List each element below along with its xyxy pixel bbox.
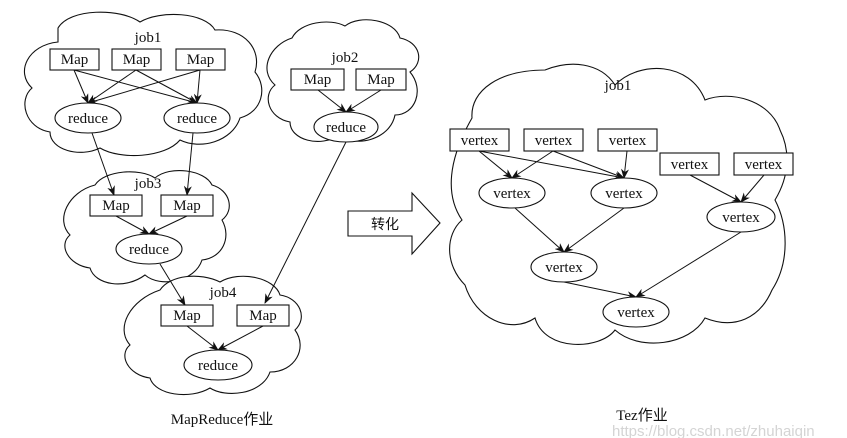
job2-map-0: Map <box>290 68 345 91</box>
transform-label: 转化 <box>371 217 399 233</box>
reduce-label: reduce <box>129 242 169 258</box>
job3-reduce-0: reduce <box>115 233 183 265</box>
job1-map-2: Map <box>175 48 226 71</box>
tez-edge-v3-to-e2 <box>621 150 629 179</box>
mapreduce-edge-job3-map1-to-job3-reduce0 <box>148 215 188 235</box>
mapreduce-edge-job4-map0-to-job4-reduce0 <box>186 325 219 351</box>
job3-group: job3 Map Map reduce <box>89 176 214 265</box>
job4-group: job4 Map Map reduce <box>160 285 290 381</box>
mapreduce-edge-job1-map2-to-job1-reduce1 <box>193 69 202 104</box>
vertex-label: vertex <box>493 186 531 202</box>
mapreduce-edge-job1-map0-to-job1-reduce0 <box>73 69 89 104</box>
map-label: Map <box>173 198 201 214</box>
map-label: Map <box>123 52 151 68</box>
reduce-label: reduce <box>326 120 366 136</box>
job4-reduce-0: reduce <box>183 349 253 381</box>
tez-caption: Tez作业 <box>616 407 667 424</box>
tez-vertex-e1: vertex <box>478 177 546 209</box>
mapreduce-edge-job1-reduce0-to-job3-map0 <box>91 132 115 196</box>
job2-group: job2 Map Map reduce <box>290 50 407 143</box>
job3-map-0: Map <box>89 194 143 217</box>
map-label: Map <box>304 72 332 88</box>
transform-arrow: 转化 <box>347 191 441 256</box>
tez-edge-v2-to-e1 <box>511 150 554 179</box>
tez-edge-e4-to-e5 <box>563 281 637 300</box>
mapreduce-edge-job1-reduce1-to-job3-map1 <box>183 132 194 196</box>
reduce-label: reduce <box>68 111 108 127</box>
tez-edge-v1-to-e2 <box>478 150 625 181</box>
tez-edge-e1-to-e4 <box>514 207 565 253</box>
mapreduce-edge-job4-map1-to-job4-reduce0 <box>217 325 264 351</box>
tez-vertex-v2: vertex <box>523 128 584 152</box>
mapreduce-edge-job1-map1-to-job1-reduce1 <box>135 69 198 104</box>
job1-label: job1 <box>134 30 162 46</box>
tez-job1-group: job1 vertex vertex vertex vertex vertex … <box>449 78 794 328</box>
job4-map-1: Map <box>236 304 290 327</box>
tez-vertex-e4: vertex <box>530 251 598 283</box>
map-label: Map <box>61 52 89 68</box>
map-label: Map <box>367 72 395 88</box>
edges-layer <box>73 69 765 351</box>
mapreduce-edge-job1-map0-to-job1-reduce1 <box>73 69 198 105</box>
tez-edge-e3-to-e5 <box>635 231 742 298</box>
vertex-label: vertex <box>461 133 499 149</box>
job1-group: job1 Map Map Map reduce reduce <box>49 30 231 134</box>
tez-vertex-e3: vertex <box>706 201 776 233</box>
mapreduce-edge-job2-reduce0-to-job4-map1 <box>264 141 347 304</box>
tez-vertex-e5: vertex <box>602 296 670 328</box>
job3-map-1: Map <box>160 194 214 217</box>
map-label: Map <box>187 52 215 68</box>
job3-label: job3 <box>134 176 162 192</box>
map-label: Map <box>102 198 130 214</box>
job2-label: job2 <box>331 50 359 66</box>
vertex-label: vertex <box>745 157 783 173</box>
map-label: Map <box>249 308 277 324</box>
job4-label: job4 <box>209 285 237 301</box>
job2-reduce-0: reduce <box>313 111 379 143</box>
vertex-label: vertex <box>671 157 709 173</box>
job1-map-1: Map <box>111 48 162 71</box>
vertex-label: vertex <box>609 133 647 149</box>
vertex-label: vertex <box>535 133 573 149</box>
job4-map-0: Map <box>160 304 214 327</box>
vertex-label: vertex <box>617 305 655 321</box>
reduce-label: reduce <box>177 111 217 127</box>
mapreduce-edge-job2-map0-to-job2-reduce0 <box>317 89 347 113</box>
tez-edge-v5-to-e3 <box>740 174 765 203</box>
vertex-label: vertex <box>545 260 583 276</box>
watermark: https://blog.csdn.net/zhuhaiqin <box>612 423 815 438</box>
tez-edge-v1-to-e1 <box>478 150 513 179</box>
vertex-label: vertex <box>722 210 760 226</box>
tez-vertex-v1: vertex <box>449 128 510 152</box>
job1-map-0: Map <box>49 48 100 71</box>
tez-vertex-v5: vertex <box>733 152 794 176</box>
reduce-label: reduce <box>198 358 238 374</box>
mapreduce-edge-job3-map0-to-job3-reduce0 <box>115 215 150 235</box>
tez-vertex-v4: vertex <box>659 152 720 176</box>
vertex-label: vertex <box>605 186 643 202</box>
tez-job1-label: job1 <box>604 78 632 94</box>
tez-vertex-e2: vertex <box>590 177 658 209</box>
mapreduce-edge-job3-reduce0-to-job4-map0 <box>159 263 186 306</box>
job1-reduce-0: reduce <box>54 102 122 134</box>
mapreduce-caption: MapReduce作业 <box>171 411 273 428</box>
tez-vertex-v3: vertex <box>597 128 658 152</box>
mapreduce-edge-job1-map2-to-job1-reduce0 <box>87 69 201 105</box>
tez-edge-v2-to-e2 <box>552 150 625 179</box>
tez-edge-e2-to-e4 <box>563 207 625 253</box>
tez-edge-v4-to-e3 <box>689 174 742 203</box>
mapreduce-edge-job2-map1-to-job2-reduce0 <box>345 89 382 113</box>
job2-map-1: Map <box>355 68 407 91</box>
job1-reduce-1: reduce <box>163 102 231 134</box>
map-label: Map <box>173 308 201 324</box>
